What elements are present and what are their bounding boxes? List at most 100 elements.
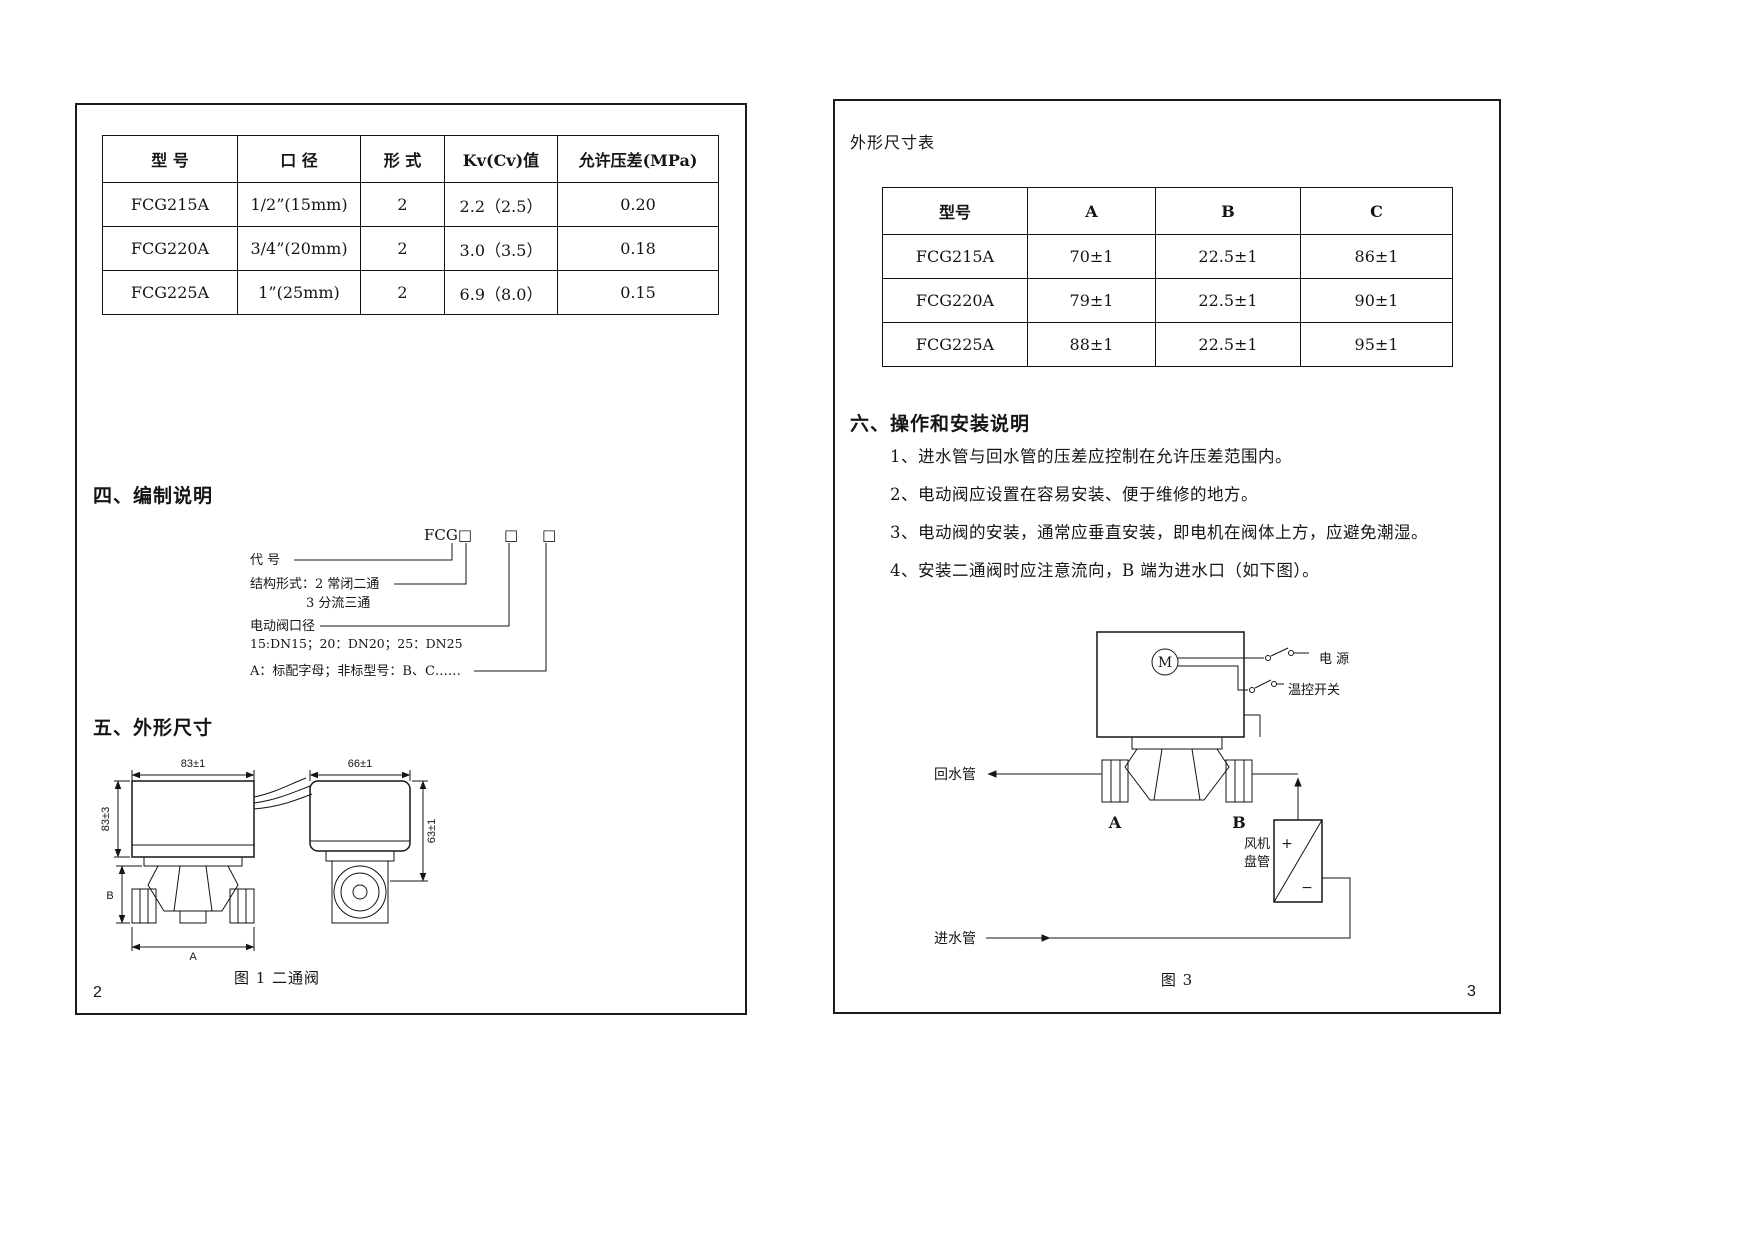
port-a-label: A [1108,813,1122,832]
cell-kv: 2.2（2.5） [444,182,558,227]
dim-header-b: B [1155,187,1301,235]
cell-c: 90±1 [1300,278,1453,323]
cell-model: FCG225A [882,322,1028,367]
cell-pressure: 0.20 [557,182,719,227]
cell-form: 2 [360,270,445,315]
cell-pressure: 0.15 [557,270,719,315]
spec-header-form: 形 式 [360,135,445,183]
minus-terminal: − [1301,880,1313,896]
cell-b: 22.5±1 [1155,278,1301,323]
actuator-box [1096,631,1261,738]
port-b-label: B [1232,813,1246,832]
page-number-2: 2 [93,984,102,1001]
table-row: FCG215A 70±1 22.5±1 86±1 [882,234,1453,279]
spec-header-model: 型 号 [102,135,238,183]
section4-title: 四、编制说明 [93,485,214,507]
cell-diameter: 1/2”(15mm) [237,182,361,227]
instruction-item: 1、进水管与回水管的压差应控制在允许压差范围内。 [890,447,1292,466]
manual-page-2: 型 号 口 径 形 式 Kv(Cv)值 允许压差(MPa) FCG215A 1/… [75,103,747,1015]
return-pipe: 回水管 [934,767,1102,783]
instruction-item: 2、电动阀应设置在容易安装、便于维修的地方。 [890,485,1258,504]
cell-b: 22.5±1 [1155,234,1301,279]
spec-table: 型 号 口 径 形 式 Kv(Cv)值 允许压差(MPa) FCG215A 1/… [102,135,719,315]
label-structure-1: 结构形式：2 常闭二通 [250,577,379,592]
supply-loop: 进水管 [934,773,1351,947]
cell-kv: 6.9（8.0） [444,270,558,315]
cell-a: 79±1 [1027,278,1156,323]
dim-b: B [106,890,113,902]
figure1-drawing: 83±1 83±3 B [100,758,438,963]
thermostat-wiring: 温控开关 [1178,665,1340,698]
cell-model: FCG220A [882,278,1028,323]
cell-form: 2 [360,182,445,227]
dim-table-title: 外形尺寸表 [850,133,936,152]
dim-header-model: 型号 [882,187,1028,235]
cell-diameter: 3/4”(20mm) [237,226,361,271]
dimension-table: 型号 A B C FCG215A 70±1 22.5±1 86±1 FCG220… [882,187,1453,367]
cell-b: 22.5±1 [1155,322,1301,367]
fan-coil-label-2: 盘管 [1244,854,1270,870]
cell-kv: 3.0（3.5） [444,226,558,271]
table-row: FCG225A 88±1 22.5±1 95±1 [882,322,1453,367]
dim-header-a: A [1027,187,1156,235]
dim-header-c: C [1300,187,1453,235]
leader-lines [294,543,547,672]
cell-pressure: 0.18 [557,226,719,271]
cell-c: 95±1 [1300,322,1453,367]
cell-model: FCG220A [102,226,238,271]
label-suffix: A：标配字母；非标型号：B、C…… [249,664,461,679]
code-prefix: FCG□ [424,526,472,544]
label-structure-2: 3 分流三通 [306,596,370,611]
figure3-caption: 图 3 [1160,971,1194,989]
two-way-valve-side-view: 66±1 63±1 [309,758,438,924]
cell-c: 86±1 [1300,234,1453,279]
table-row: FCG215A 1/2”(15mm) 2 2.2（2.5） 0.20 [102,182,719,227]
label-diameter-1: 电动阀口径 [250,619,315,634]
fan-coil-unit: + − 风机 盘管 [1244,819,1323,903]
power-wiring: 电 源 [1178,647,1349,667]
table-row: FCG225A 1”(25mm) 2 6.9（8.0） 0.15 [102,270,719,315]
dim-63-1: 63±1 [426,819,438,843]
figure3-piping-diagram: M 电 源 温控开关 [934,631,1351,947]
cell-form: 2 [360,226,445,271]
motor-symbol: M [1151,648,1179,676]
dim-a: A [189,951,197,963]
model-coding-diagram: FCG□ □ □ 代 号 结构形式：2 常闭二通 3 分流三通 电动阀口径 15… [249,526,556,679]
cell-a: 88±1 [1027,322,1156,367]
table-row: FCG220A 79±1 22.5±1 90±1 [882,278,1453,323]
valve-body [1101,736,1253,803]
cell-model: FCG225A [102,270,238,315]
spec-header-kv: Kv(Cv)值 [444,135,558,183]
label-code: 代 号 [250,553,280,568]
spec-table-header-row: 型 号 口 径 形 式 Kv(Cv)值 允许压差(MPa) [102,135,719,183]
code-box-2: □ [504,526,518,544]
dim-83-3: 83±3 [100,807,112,831]
instruction-list: 1、进水管与回水管的压差应控制在允许压差范围内。 2、电动阀应设置在容易安装、便… [890,445,1480,597]
plus-terminal: + [1281,836,1293,852]
dim-83-1: 83±1 [181,758,205,770]
power-label: 电 源 [1319,652,1349,667]
cell-model: FCG215A [882,234,1028,279]
table-row: FCG220A 3/4”(20mm) 2 3.0（3.5） 0.18 [102,226,719,271]
section5-title: 五、外形尺寸 [93,717,214,739]
page-number-3: 3 [1467,983,1476,1000]
code-box-3: □ [542,526,556,544]
thermostat-label: 温控开关 [1288,683,1340,698]
model-code: FCG□ □ □ [424,526,556,544]
dim-table-header-row: 型号 A B C [882,187,1453,235]
figure1-caption: 图 1 二通阀 [233,969,321,987]
spec-header-pressure: 允许压差(MPa) [557,135,719,183]
label-diameter-2: 15:DN15；20：DN20；25：DN25 [250,636,463,651]
instruction-item: 3、电动阀的安装，通常应垂直安装，即电机在阀体上方，应避免潮湿。 [890,523,1428,542]
inlet-pipe-label: 进水管 [934,931,976,947]
return-pipe-label: 回水管 [934,767,976,783]
instruction-item: 4、安装二通阀时应注意流向，B 端为进水口（如下图）。 [890,561,1320,580]
cell-model: FCG215A [102,182,238,227]
section6-title: 六、操作和安装说明 [850,413,1031,435]
cell-a: 70±1 [1027,234,1156,279]
two-way-valve-front-view: 83±1 83±3 B [100,758,313,963]
fan-coil-label-1: 风机 [1244,837,1270,852]
spec-header-diameter: 口 径 [237,135,361,183]
cell-diameter: 1”(25mm) [237,270,361,315]
motor-label: M [1158,655,1172,671]
